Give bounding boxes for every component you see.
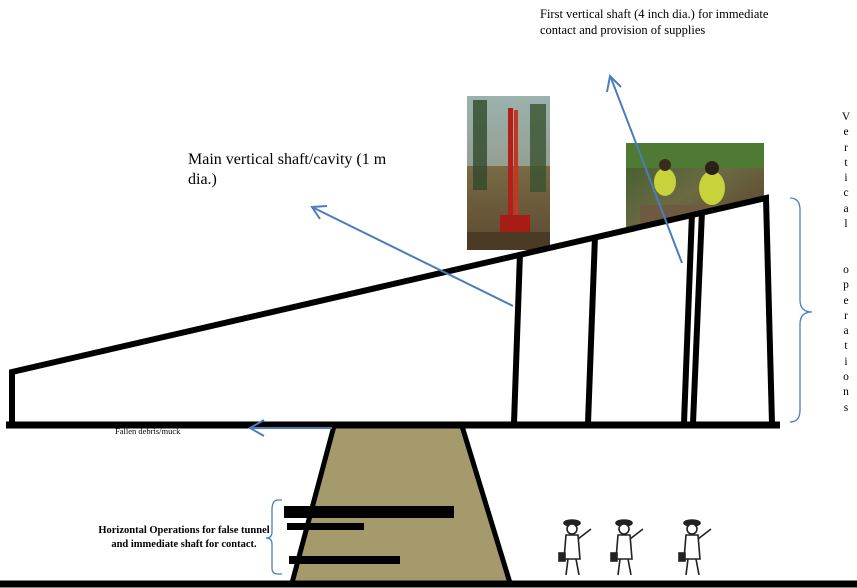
first-shaft-left-wall [681, 212, 695, 424]
vertical-label-char: V [841, 111, 851, 123]
vertical-label-char: i [844, 172, 848, 185]
vertical-label-char: r [844, 141, 848, 154]
horizontal-bar-2 [287, 523, 364, 530]
horizontal-bar-1 [284, 506, 454, 518]
vertical-bracket [789, 197, 813, 423]
vertical-label-char: a [843, 325, 849, 338]
vertical-label-char: c [843, 187, 849, 200]
main-shaft-left-wall [511, 252, 523, 424]
vertical-label-char: o [843, 371, 849, 384]
vertical-label-char: p [843, 279, 849, 292]
vertical-label-char: i [844, 355, 848, 368]
sloped-surface [12, 197, 770, 422]
vertical-label-char: r [844, 309, 848, 322]
first-shaft-right-wall [690, 210, 705, 424]
vertical-label-char: s [843, 401, 849, 414]
vertical-label-char [836, 248, 856, 263]
main-shaft-arrow [310, 205, 514, 307]
debris-arrow [247, 419, 332, 437]
first-shaft-label: First vertical shaft (4 inch dia.) for i… [540, 7, 769, 37]
first-shaft-arrow [606, 73, 683, 264]
miner-figure-icon [558, 519, 712, 576]
debris-label: Fallen debris/muck [115, 426, 181, 436]
vertical-label-char [836, 232, 856, 247]
vertical-label-char: o [843, 263, 849, 276]
main-shaft-right-wall [585, 235, 598, 424]
vertical-label-char: t [844, 156, 848, 169]
drill-rig-photo [467, 96, 550, 250]
vertical-label-char: n [843, 386, 849, 399]
horizontal-operations-label: Horizontal Operations for false tunnel a… [98, 525, 270, 550]
vertical-label-char: t [844, 340, 848, 353]
vertical-label-char: e [843, 126, 849, 139]
horizontal-bracket [265, 499, 282, 575]
main-shaft-label: Main vertical shaft/cavity (1 m dia.) [188, 151, 387, 188]
vertical-label-char: e [843, 294, 849, 307]
vertical-label-char: l [844, 218, 848, 231]
vertical-label-char: a [843, 202, 849, 215]
horizontal-bar-3 [289, 556, 400, 564]
slope-line [9, 194, 775, 425]
